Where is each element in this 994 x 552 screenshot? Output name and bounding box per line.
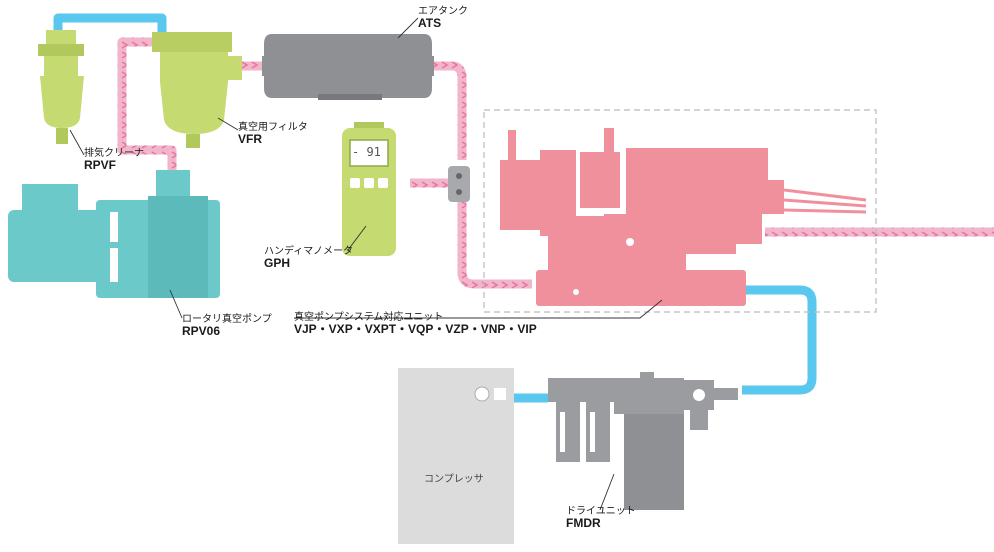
fmdr-jp: ドライユニット bbox=[566, 506, 636, 517]
label-vfr: 真空用フィルタ VFR bbox=[238, 122, 308, 146]
vfr-en: VFR bbox=[238, 132, 262, 146]
label-compressor: コンプレッサ bbox=[424, 474, 484, 485]
rpv-jp: ロータリ真空ポンプ bbox=[182, 314, 272, 325]
label-gph: ハンディマノメータ GPH bbox=[264, 246, 353, 270]
rpvf-jp: 排気クリーナ bbox=[84, 148, 144, 159]
label-unit: 真空ポンプシステム対応ユニット VJP・VXP・VXPT・VQP・VZP・VNP… bbox=[294, 312, 537, 336]
fmdr-dry-unit bbox=[548, 372, 738, 510]
gph-en: GPH bbox=[264, 256, 291, 270]
rpv-en: RPV06 bbox=[182, 324, 221, 338]
rpv-rotary-pump bbox=[8, 170, 220, 298]
label-rpv: ロータリ真空ポンプ RPV06 bbox=[182, 314, 272, 338]
label-rpvf: 排気クリーナ RPVF bbox=[84, 148, 144, 172]
rpvf-en: RPVF bbox=[84, 158, 117, 172]
unit-enclosure bbox=[483, 109, 877, 313]
ats-air-tank bbox=[262, 34, 434, 100]
unit-jp: 真空ポンプシステム対応ユニット bbox=[294, 312, 444, 323]
air-lines bbox=[53, 13, 817, 403]
ats-jp: エアタンク bbox=[418, 6, 468, 17]
gph-jp: ハンディマノメータ bbox=[264, 246, 353, 257]
vfr-vacuum-filter bbox=[152, 32, 242, 148]
fmdr-en: FMDR bbox=[566, 516, 601, 530]
compressor bbox=[398, 368, 514, 544]
vacuum-lines bbox=[117, 37, 994, 289]
gauge-display: - 91 bbox=[352, 145, 381, 159]
label-ats: エアタンク ATS bbox=[418, 6, 468, 30]
rpvf-exhaust-cleaner bbox=[38, 30, 84, 144]
vacuum-system-unit bbox=[500, 128, 867, 306]
tee-fitting bbox=[448, 166, 470, 202]
vfr-jp: 真空用フィルタ bbox=[238, 122, 308, 133]
unit-en: VJP・VXP・VXPT・VQP・VZP・VNP・VIP bbox=[294, 322, 537, 336]
leader-lines bbox=[69, 17, 663, 511]
label-fmdr: ドライユニット FMDR bbox=[566, 506, 636, 530]
gph-handy-manometer bbox=[342, 122, 396, 256]
ats-en: ATS bbox=[418, 16, 442, 30]
